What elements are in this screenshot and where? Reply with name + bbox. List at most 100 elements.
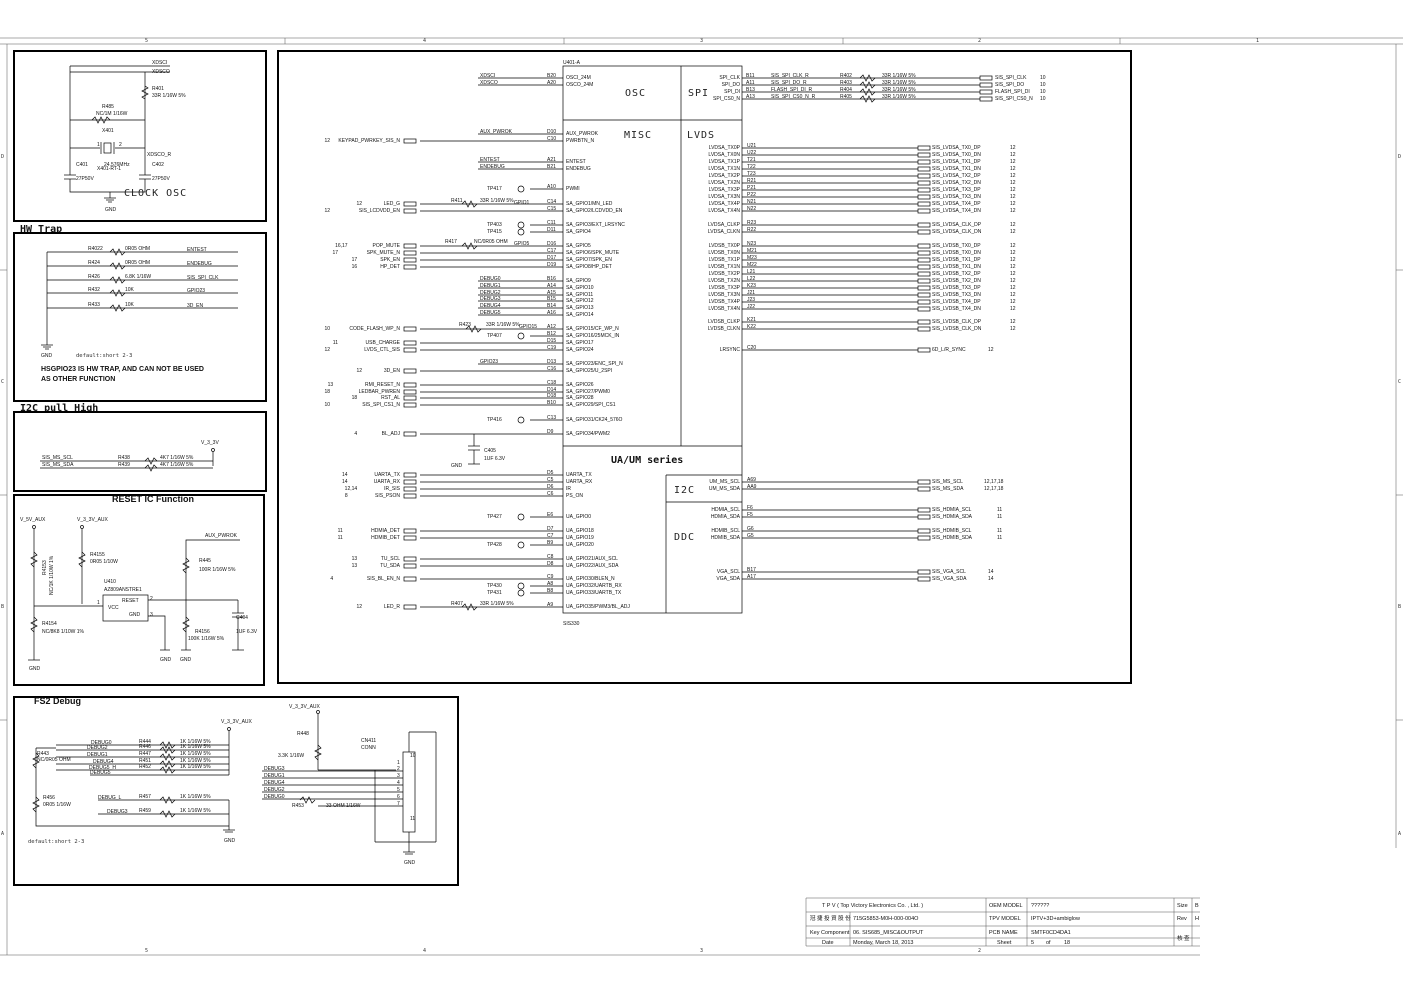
u410-ref: U410: [104, 579, 116, 585]
ic-pin-name: SA_GPIO4: [566, 229, 591, 235]
left-tick-a: A: [1, 831, 4, 837]
tb-sheet-of: of: [1046, 940, 1051, 946]
ic-pin-number: A12: [547, 324, 556, 330]
ic-pin-name: SA_GPIO11: [566, 292, 593, 298]
ic-pin-number: D14: [547, 387, 556, 393]
r411-val: 33R 1/16W 5%: [480, 198, 514, 204]
ic-net-label: DEBUG0: [480, 276, 501, 282]
spi-net: SIS_SPI_CLK_R: [771, 73, 809, 79]
ic-right-pin-name: HDMIA_SDA: [711, 514, 741, 520]
ic-right-out: SIS_LVDSB_TX0_DP: [932, 243, 981, 249]
ic-right-pin-number: L21: [747, 269, 756, 275]
page-ref: 12: [1010, 222, 1016, 228]
ic-pin-number: D10: [547, 129, 556, 135]
spi-val: 33R 1/16W 5%: [882, 80, 916, 86]
ic-pin-number: B20: [547, 73, 556, 79]
ic-right-out: SIS_LVDSA_TX1_DP: [932, 159, 981, 165]
r423-val: 33R 1/16W 5%: [486, 322, 520, 328]
page-ref: 12: [1010, 292, 1016, 298]
tb-tpv: IPTV+3D+ambiglow: [1031, 916, 1080, 922]
ic-right-pin-number: R22: [747, 227, 756, 233]
ic-right-pin-name: LVDSB_CLKN: [708, 326, 741, 332]
ic-pin-name: SA_GPIO29/SPI_CS1: [566, 402, 616, 408]
ic-pin-number: C7: [547, 533, 554, 539]
spi-out: SIS_SPI_CS0_N: [995, 96, 1033, 102]
r417-val: NC/0R05 OHM: [474, 239, 508, 245]
ic-right-pin-number: M23: [747, 255, 757, 261]
reset-gnd-2: GND: [180, 657, 192, 663]
r401-ref: R401: [152, 86, 164, 92]
ic-pin-number: A8: [547, 581, 553, 587]
ic-ref: U401-A: [563, 60, 581, 66]
c405-ref: C405: [484, 448, 496, 454]
ic-pin-name: SA_GPIO1/MN_LED: [566, 201, 613, 207]
ic-pin-name: OSCO_24M: [566, 82, 593, 88]
ic-right-out: SIS_LVDSA_CLK_DN: [932, 229, 982, 235]
ic-net-label: UARTA_TX: [374, 472, 400, 478]
bottom-tick-3: 3: [700, 948, 703, 954]
ic-right-pin-number: K23: [747, 283, 756, 289]
ic-right-out: SIS_MS_SCL: [932, 479, 963, 485]
page-ref: 12: [324, 138, 330, 144]
ic-net-label: RMI_RESET_N: [365, 382, 400, 388]
ic-net-label: SIS_SPI_CS1_N: [362, 402, 400, 408]
ic-pin-number: D18: [547, 393, 556, 399]
r4154-ref: R4154: [42, 621, 57, 627]
c401-ref: C401: [76, 162, 88, 168]
sec-osc: OSC: [625, 88, 646, 99]
conn-net: DEBUG2: [264, 787, 285, 793]
page-ref: 11: [338, 528, 343, 534]
spi-val: 33R 1/16W 5%: [882, 94, 916, 100]
page-ref: 12: [1010, 264, 1016, 270]
hw-trap-note-2: AS OTHER FUNCTION: [41, 376, 115, 383]
ic-net-label: ENDEBUG: [480, 164, 505, 170]
fs2-ref: R452: [139, 764, 151, 770]
tb-date-label: Date: [822, 940, 834, 946]
ic-pin-number: C17: [547, 248, 556, 254]
ic-right-pin-name: LVDSB_TX3N: [708, 292, 740, 298]
ic-pin-number: B14: [547, 303, 556, 309]
ic-pin-name: UA_GPIO20: [566, 542, 594, 548]
r438-val: 4K7 1/16W 5%: [160, 455, 194, 461]
ic-right-out: SIS_LVDSB_TX0_DN: [932, 250, 981, 256]
hw-trap-net: ENTEST: [187, 247, 207, 253]
ic-right-pin-number: K21: [747, 317, 756, 323]
conn-pin: 4: [397, 780, 400, 786]
ic-pin-name: SA_GPIO28: [566, 395, 594, 401]
ic-net-label: DEBUG1: [480, 283, 501, 289]
ic-right-pin-number: J22: [747, 304, 755, 310]
clock-osc-block: XDSCI XDSCO R401 33R 1/16W 5% R485 NC/1M…: [13, 50, 267, 222]
ic-pin-number: A10: [547, 184, 556, 190]
page-ref: 12,17,18: [984, 486, 1004, 492]
ic-pin-number: A9: [547, 602, 553, 608]
r407-val: 33R 1/16W 5%: [480, 601, 514, 607]
reset-v33: V_3_3V_AUX: [77, 517, 109, 523]
page-ref: 14: [988, 576, 994, 582]
ic-pin-name: UA_GPIO21/AUX_SCL: [566, 556, 618, 562]
ic-pin-number: D16: [547, 241, 556, 247]
ic-right-pin-name: LVDSB_TX1P: [709, 257, 741, 263]
ic-right-pin-name: LVDSA_TX3N: [708, 194, 740, 200]
page-ref: 12: [324, 347, 330, 353]
page-ref: 14: [342, 479, 348, 485]
reset-gnd-3: GND: [29, 666, 41, 672]
page-ref: 12: [1010, 299, 1016, 305]
ic-right-pin-name: HDMIA_SCL: [711, 507, 740, 513]
conn-pin: 5: [397, 787, 400, 793]
ic-net-label: TU_SCL: [381, 556, 400, 562]
hw-trap-gnd: GND: [41, 353, 53, 359]
page-ref: 13: [352, 556, 358, 562]
reset-gnd-1: GND: [160, 657, 172, 663]
ic-right-out: SIS_LVDSB_TX2_DP: [932, 271, 981, 277]
ic-pin-name: SA_GPIO14: [566, 312, 594, 318]
ic-pin-name: SA_GPIO6/SPK_MUTE: [566, 250, 620, 256]
conn-pin: 7: [397, 801, 400, 807]
ic-right-pin-number: P22: [747, 192, 756, 198]
page-ref: 13: [328, 382, 334, 388]
r453-val: 33 OHM 1/16W: [326, 803, 361, 809]
page-ref: 11: [997, 528, 1002, 534]
page-ref: 14: [988, 569, 994, 575]
page-ref: 12: [1010, 229, 1016, 235]
page-ref: 12: [1010, 271, 1016, 277]
ic-pin-name: SA_GPIO15/CF_WP_N: [566, 326, 619, 332]
